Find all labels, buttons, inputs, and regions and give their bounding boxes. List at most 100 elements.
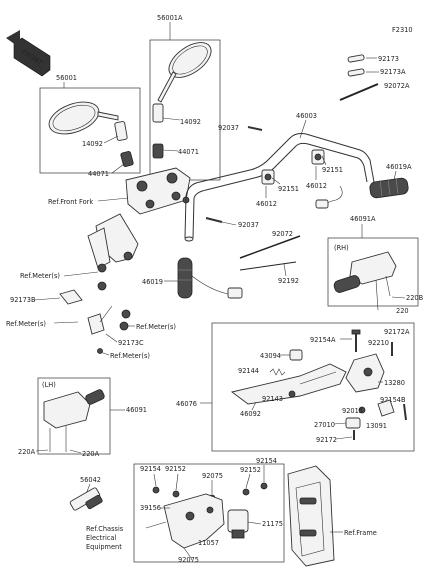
- lh-switch-box: [37, 377, 111, 455]
- label-92173A: 92173A: [380, 68, 406, 76]
- label-rh: (RH): [334, 244, 349, 252]
- upper-clamp: [125, 167, 191, 215]
- label-27010: 27010: [314, 421, 335, 429]
- lever-body: [345, 353, 385, 393]
- label-ref-meter-4: Ref.Meter(s): [110, 352, 150, 360]
- label-11057: 11057: [198, 539, 219, 547]
- label-46012-b: 46012: [306, 182, 327, 190]
- label-92152-1: 92152: [165, 465, 186, 473]
- label-46019A: 46019A: [386, 163, 412, 171]
- frame-ref: [287, 465, 335, 567]
- label-14092-right: 14092: [180, 118, 201, 126]
- relay-21175: [227, 509, 249, 539]
- label-46091A: 46091A: [350, 215, 376, 223]
- label-ref-meter-2: Ref.Meter(s): [6, 320, 46, 328]
- adjuster-14092-left: [114, 121, 128, 141]
- mirror-right: [149, 39, 221, 181]
- handlebar-46003: [184, 133, 375, 242]
- clamp-46012-b: [311, 149, 325, 165]
- rh-switch-box: [327, 237, 419, 307]
- mirror-left-glass: [48, 101, 100, 135]
- label-ref-chassis-3: Equipment: [86, 543, 122, 551]
- bolt-92037-top: [247, 126, 263, 131]
- label-92154A: 92154A: [310, 336, 336, 344]
- label-46003: 46003: [296, 112, 317, 120]
- front-arrow-badge: FRONT: [6, 30, 51, 77]
- label-92151-b: 92151: [322, 166, 343, 174]
- label-220: 220: [396, 307, 409, 315]
- label-92154-2: 92154: [256, 457, 277, 465]
- clutch-lever-group-box: [211, 322, 415, 452]
- switch-lh-46091: [43, 389, 105, 452]
- clip-92173c: [87, 305, 113, 335]
- label-ref-meter-3: Ref.Meter(s): [136, 323, 176, 331]
- grip-46019a: [315, 177, 409, 209]
- clip-92173: [347, 54, 365, 63]
- clip-92173a: [347, 68, 365, 77]
- mirror-left: [39, 87, 141, 174]
- label-92173C: 92173C: [118, 339, 144, 347]
- screw-92154b: [403, 403, 407, 421]
- grommet-right: [119, 309, 131, 331]
- label-220A-2: 220A: [82, 450, 100, 458]
- cover-13091: [377, 399, 395, 417]
- bolt-43094: [289, 349, 303, 361]
- tie-92072: [239, 235, 301, 259]
- clamp-46012-a: [261, 169, 275, 185]
- mirror-left-stem: [97, 111, 119, 121]
- clamp-body: [125, 167, 191, 215]
- label-14092-left: 14092: [82, 140, 103, 148]
- label-92015: 92015: [342, 407, 363, 415]
- bolt-92154a: [351, 329, 361, 352]
- label-92210: 92210: [368, 339, 389, 347]
- label-92072: 92072: [272, 230, 293, 238]
- label-92143: 92143: [262, 395, 283, 403]
- label-92075-bottom: 92075: [178, 556, 199, 564]
- label-92072A: 92072A: [384, 82, 410, 90]
- label-ref-frame: Ref.Frame: [344, 529, 377, 537]
- label-ref-meter-1: Ref.Meter(s): [20, 272, 60, 280]
- label-46076: 46076: [176, 400, 197, 408]
- label-46012-a: 46012: [256, 200, 277, 208]
- label-46091: 46091: [126, 406, 147, 414]
- label-56042: 56042: [80, 476, 101, 484]
- pin-92143: [288, 390, 296, 398]
- label-92192: 92192: [278, 277, 299, 285]
- label-44071-right: 44071: [178, 148, 199, 156]
- label-92172: 92172: [316, 436, 337, 444]
- label-56001A: 56001A: [157, 14, 183, 22]
- label-92173: 92173: [378, 55, 399, 63]
- label-92151-a: 92151: [278, 185, 299, 193]
- label-92152-2: 92152: [240, 466, 261, 474]
- nut-44071-left: [120, 150, 134, 168]
- spring-92144: [269, 368, 286, 376]
- label-46092: 46092: [240, 410, 261, 418]
- switch-27010: [345, 417, 361, 429]
- label-46019: 46019: [142, 278, 163, 286]
- tube-56042: [69, 487, 103, 511]
- switch-rh-46091a: [333, 251, 397, 311]
- figure-code: F2310: [392, 26, 413, 34]
- label-220B: 220B: [406, 294, 424, 302]
- tie-92192: [239, 261, 297, 271]
- label-92154B: 92154B: [380, 396, 406, 404]
- fasteners-bottom: [152, 482, 268, 502]
- label-92172A: 92172A: [384, 328, 410, 336]
- meter-bracket: [87, 213, 139, 273]
- bracket-11057: [163, 493, 225, 561]
- label-21175: 21175: [262, 520, 283, 528]
- adjuster-14092-right: [152, 103, 164, 123]
- mirror-right-glass: [168, 42, 212, 78]
- bracket-92173b: [59, 289, 83, 305]
- label-39156: 39156: [140, 504, 161, 512]
- label-92075-top: 92075: [202, 472, 223, 480]
- nut-44071-right: [152, 143, 164, 159]
- label-92154-1: 92154: [140, 465, 161, 473]
- mirror-left-frame: [39, 87, 141, 174]
- tie-92072a: [339, 83, 379, 101]
- label-ref-front-fork: Ref.Front Fork: [48, 198, 93, 206]
- label-ref-chassis-1: Ref.Chassis: [86, 525, 124, 533]
- label-56001: 56001: [56, 74, 77, 82]
- label-220A-1: 220A: [18, 448, 36, 456]
